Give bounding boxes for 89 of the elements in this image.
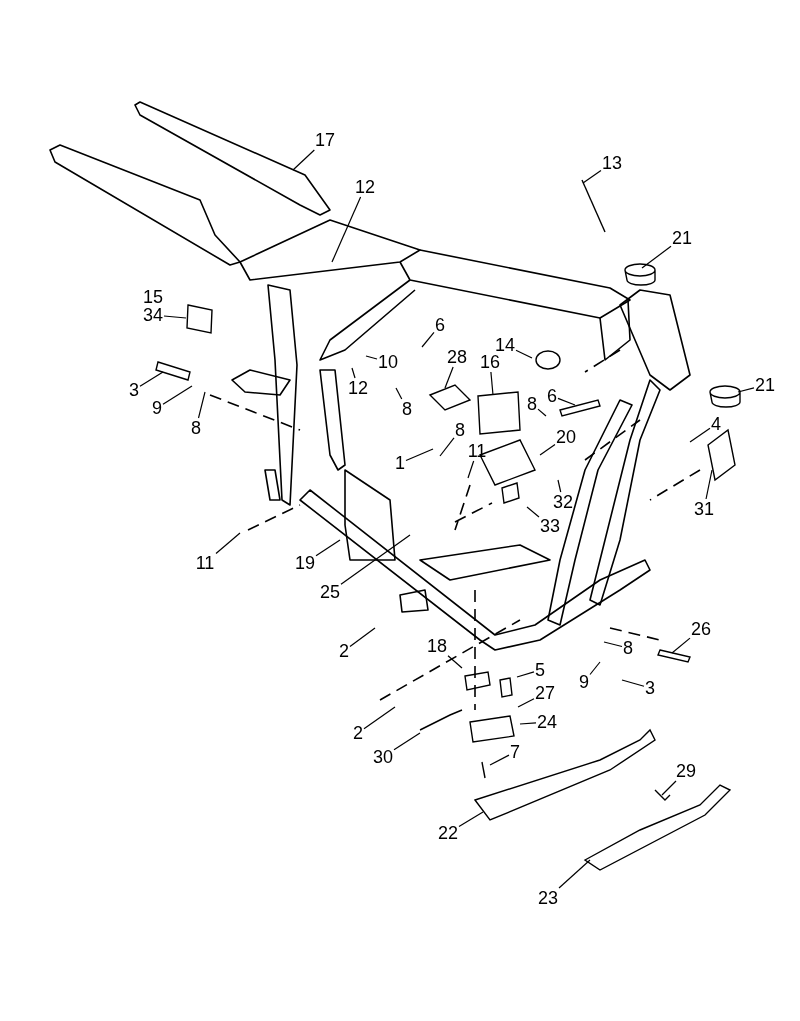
callout-number: 30: [372, 747, 394, 767]
leader-line: [467, 460, 475, 479]
leader-line: [351, 367, 356, 379]
callout-number: 27: [534, 683, 556, 703]
callout-number: 6: [546, 386, 558, 406]
leader-line: [603, 641, 623, 648]
callout-number: 8: [622, 638, 634, 658]
callout-number: 3: [128, 380, 140, 400]
leader-line: [162, 385, 193, 405]
callout-number: 21: [671, 228, 693, 248]
leader-line: [363, 706, 396, 730]
callout-number: 13: [601, 153, 623, 173]
leader-line: [557, 479, 562, 493]
leader-line: [526, 506, 540, 518]
leader-line: [395, 387, 403, 400]
callout-number: 6: [434, 315, 446, 335]
callout-number: 9: [578, 672, 590, 692]
leader-line: [558, 859, 591, 889]
leader-line: [641, 245, 672, 269]
leader-line: [458, 811, 484, 827]
callout-number: 16: [479, 352, 501, 372]
leader-line: [705, 469, 713, 500]
leader-line: [215, 532, 241, 555]
leader-line: [516, 671, 535, 678]
leader-line: [405, 448, 434, 462]
callout-number: 3: [644, 678, 656, 698]
callout-number: 2: [352, 723, 364, 743]
leader-line: [519, 722, 537, 725]
callout-number: 12: [354, 177, 376, 197]
leader-line: [292, 149, 315, 171]
leader-line: [340, 534, 411, 585]
callout-number: 11: [194, 553, 216, 573]
leader-line: [737, 387, 755, 393]
callout-number: 9: [151, 398, 163, 418]
leader-line: [331, 196, 362, 263]
leader-line: [517, 698, 535, 708]
callout-number: 18: [426, 636, 448, 656]
callout-number: 20: [555, 427, 577, 447]
callout-number: 23: [537, 888, 559, 908]
callout-number: 19: [294, 553, 316, 573]
callout-number: 4: [710, 414, 722, 434]
leader-line: [689, 427, 711, 443]
leader-line: [447, 655, 463, 669]
leader-line: [661, 780, 677, 796]
leader-line: [582, 170, 602, 184]
leader-line: [537, 408, 547, 417]
callout-number: 26: [690, 619, 712, 639]
leader-line: [139, 371, 164, 387]
callout-number: 24: [536, 712, 558, 732]
leader-line: [421, 331, 435, 348]
leader-line: [489, 754, 510, 766]
callout-number: 31: [693, 499, 715, 519]
leader-line: [490, 371, 494, 396]
callout-number: 2: [338, 641, 350, 661]
leader-line: [197, 391, 206, 419]
callout-number: 8: [526, 394, 538, 414]
leader-line: [163, 315, 187, 319]
leader-line: [439, 437, 455, 457]
leader-line: [539, 444, 556, 456]
leader-line: [365, 355, 378, 360]
callout-number: 17: [314, 130, 336, 150]
leader-line: [671, 637, 691, 654]
leader-line: [557, 397, 576, 406]
callout-number: 8: [454, 420, 466, 440]
leader-line: [315, 539, 341, 557]
callout-number: 14: [494, 335, 516, 355]
leader-line: [444, 366, 454, 389]
callout-number: 22: [437, 823, 459, 843]
callout-number: 34: [142, 305, 164, 325]
callout-number: 28: [446, 347, 468, 367]
leader-line: [349, 627, 376, 648]
leader-line: [393, 732, 421, 751]
callout-number: 21: [754, 375, 776, 395]
callout-number: 8: [401, 399, 413, 419]
leader-line: [589, 661, 601, 676]
callout-number: 25: [319, 582, 341, 602]
leader-line: [621, 679, 645, 687]
callout-number: 8: [190, 418, 202, 438]
callout-number: 29: [675, 761, 697, 781]
callout-number: 1: [394, 453, 406, 473]
callout-number: 10: [377, 352, 399, 372]
callout-number: 33: [539, 516, 561, 536]
leader-line: [515, 349, 533, 359]
callout-number: 5: [534, 660, 546, 680]
callout-number: 11: [466, 441, 488, 461]
callout-number: 32: [552, 492, 574, 512]
callout-number: 12: [347, 378, 369, 398]
callout-number: 7: [509, 742, 521, 762]
callout-number: 15: [142, 287, 164, 307]
